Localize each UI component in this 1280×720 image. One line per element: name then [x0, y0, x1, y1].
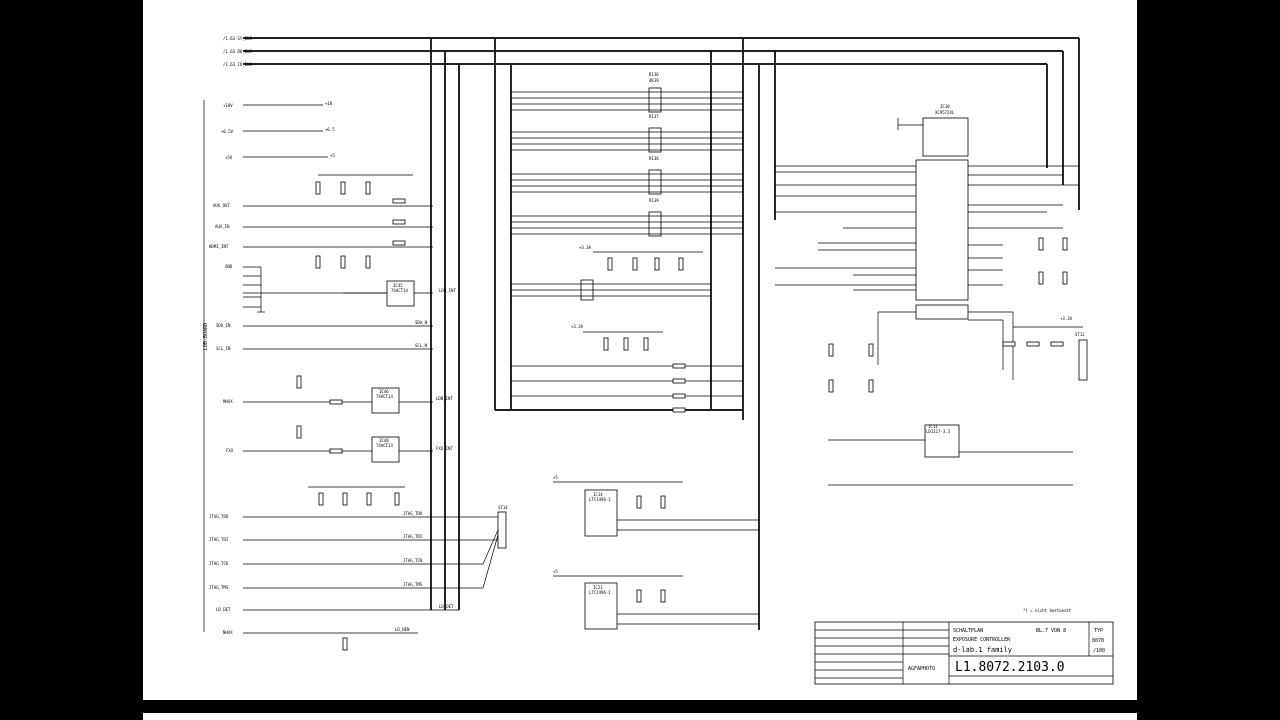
net-ldb-int-2: LDB_INT: [436, 396, 453, 401]
pin-ld-det: LD_DET: [216, 607, 231, 612]
title-block: [814, 621, 1114, 685]
power-net-6v5: +6.5V: [221, 129, 234, 134]
next-page-strip: [143, 713, 1137, 720]
supply-3v3-c: +3.3A: [1060, 316, 1073, 321]
ldb-board-label: LDB-BOARD: [203, 323, 209, 350]
net-jtag-tdi: JTAG_TDI: [403, 534, 423, 539]
pullup-resistors: [315, 174, 413, 269]
ic11-part: LD1117-3.3: [926, 429, 951, 434]
ic48-label: IC48: [379, 438, 389, 443]
schematic-sheet: /1.63 SY_BUS /1.63 DO_BUS /1.63 IO_BUS +…: [143, 0, 1137, 700]
net-jtag-tdo: JTAG_TDO: [403, 511, 423, 516]
pin-jtag-tdo: JTAG_TDO: [209, 514, 229, 519]
pin-jtag-tms: JTAG_TMS: [209, 585, 229, 590]
st12-label: ST12: [1075, 332, 1085, 337]
type-label: TYP: [1094, 628, 1103, 634]
comparator-ic14: [553, 481, 759, 537]
left-pin-wires: [243, 205, 483, 634]
power-rail-5: +5: [330, 153, 335, 158]
company-name: AGFAPHOTO: [908, 666, 935, 672]
pin-scl-in: SCL_IN: [216, 346, 231, 351]
r138-label: R138: [649, 156, 659, 161]
drawing-number: L1.8072.2103.0: [955, 660, 1065, 675]
title-line1: SCHALTPLAN: [953, 628, 983, 634]
ic14-part: LTC1496-1: [589, 497, 611, 502]
net-ldb-int-1: LDB_INT: [439, 288, 456, 293]
pin-jtag-tdi: JTAG_TDI: [209, 537, 229, 542]
net-fxx-int: FXX_INT: [436, 446, 453, 451]
inverter-ic48: [296, 425, 400, 463]
ic45-label: IC45: [393, 283, 403, 288]
ic46-label: IC46: [379, 389, 389, 394]
inverter-ic45: [343, 280, 415, 307]
r136-label: R136: [649, 72, 659, 77]
power-net-18: +18V: [223, 103, 233, 108]
power-nets: [243, 104, 328, 158]
jtag-resistors: [308, 486, 507, 589]
bus-label-io: /1.63 IO_BUS: [223, 62, 252, 67]
comparator-ic21: [553, 575, 759, 630]
supply-3v3-b: +3.3A: [571, 324, 584, 329]
mid-resistor-bank: [511, 251, 743, 413]
type-value: 8070: [1092, 638, 1104, 644]
supply-5-a: +5: [553, 475, 558, 480]
footnote: *) = nicht bestueckt: [1023, 608, 1072, 613]
ic46-part: 74ACT14: [376, 394, 393, 399]
ic21-part: LTC1496-1: [589, 590, 611, 595]
r136-value: 4K39: [649, 78, 659, 83]
supply-5-b: +5: [553, 569, 558, 574]
pin-hdmi-int: HDMI_INT: [209, 244, 229, 249]
bus-label-do: /1.63 DO_BUS: [223, 49, 252, 54]
net-sda: SDA_N: [415, 320, 428, 325]
net-jtag-tck: JTAG_TCK: [403, 558, 423, 563]
ic48-part: 74ACT14: [376, 443, 393, 448]
pin-nhxx: NHXX: [223, 630, 233, 635]
ic10-part: XC9572XL: [935, 110, 955, 115]
cpld-ic10: [775, 117, 1079, 320]
right-resistors: [828, 237, 1088, 393]
ic21-label: IC21: [593, 585, 603, 590]
pin-jtag-tck: JTAG_TCK: [209, 561, 229, 566]
bus-label-sy: /1.63 SY_BUS: [223, 36, 252, 41]
pin-aux-in: AUX_IN: [215, 224, 230, 229]
ic11-label: IC11: [928, 424, 938, 429]
pin-fxx: FXX: [226, 448, 234, 453]
power-rail-18: +18: [325, 101, 333, 106]
r-nhxx: [342, 637, 348, 651]
pin-aux-out: AUX_OUT: [213, 203, 230, 208]
power-net-5: +5V: [225, 155, 233, 160]
title-line2: EXPOSURE CONTROLLER: [953, 637, 1011, 643]
resistor-arrays: [511, 87, 743, 237]
power-rail-6v5: +6.5: [325, 127, 335, 132]
ic45-part: 74ACT14: [391, 288, 408, 293]
ic14-label: IC14: [593, 492, 603, 497]
regulator-ic11: [828, 424, 1073, 486]
net-jtag-tms: JTAG_TMS: [403, 582, 423, 587]
gnd-pins: [243, 266, 265, 313]
top-buses: [243, 37, 1080, 630]
st14-label: ST14: [498, 505, 508, 510]
pin-gnd: GND: [225, 264, 233, 269]
net-ld-det: LD_DET: [439, 604, 454, 609]
net-ld-nen: LD_NEN: [395, 627, 410, 632]
ic10-label: IC10: [940, 104, 950, 109]
net-scl: SCL_N: [415, 343, 428, 348]
type-sub: /100: [1093, 648, 1105, 654]
pin-mhxx: MHXX: [223, 399, 233, 404]
title-line3: d-lab.1 family: [953, 646, 1012, 654]
supply-3v3-a: +3.3A: [579, 245, 592, 250]
r137-label: R137: [649, 114, 659, 119]
title-sheet: BL.7 VON 8: [1036, 628, 1066, 634]
pin-sda-in: SDA_IN: [216, 323, 231, 328]
r139-label: R139: [649, 198, 659, 203]
inverter-ic46: [296, 375, 400, 414]
schematic-drawing: /1.63 SY_BUS /1.63 DO_BUS /1.63 IO_BUS +…: [203, 36, 1114, 685]
